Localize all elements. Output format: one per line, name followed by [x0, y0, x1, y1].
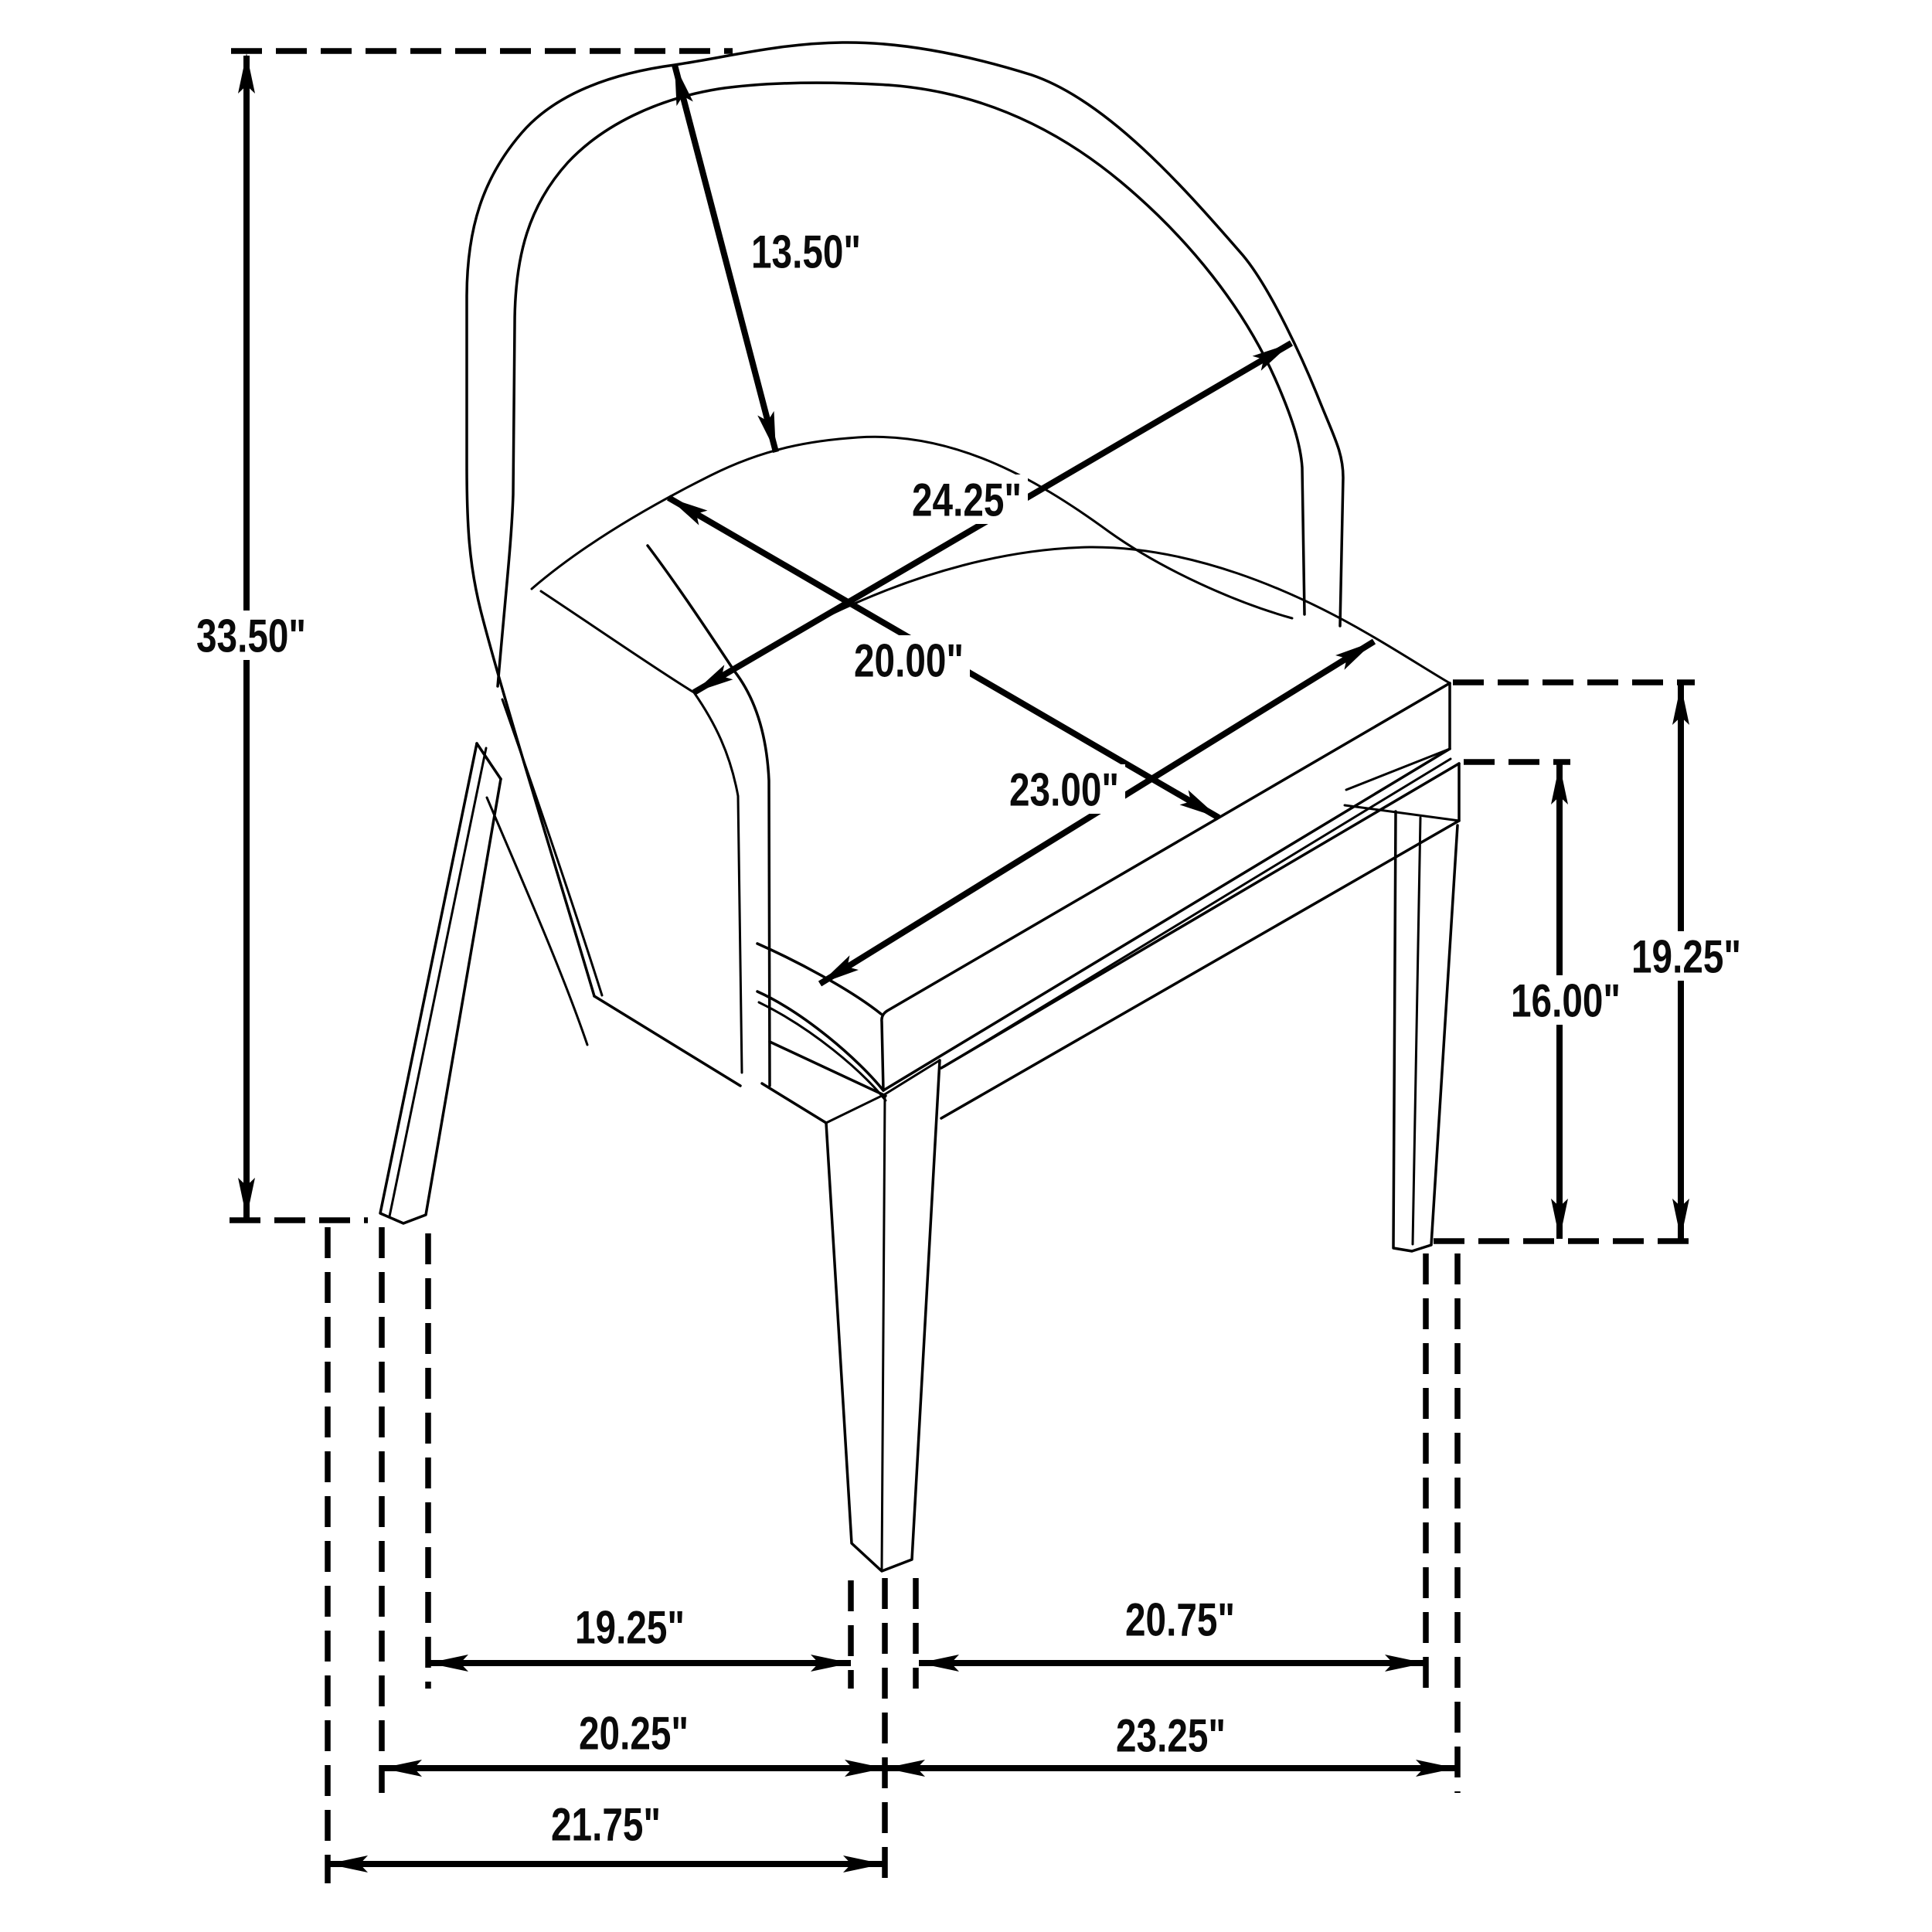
- svg-text:23.00": 23.00": [1009, 764, 1119, 816]
- svg-text:19.25": 19.25": [1631, 931, 1741, 983]
- svg-text:16.00": 16.00": [1511, 975, 1621, 1027]
- svg-text:20.25": 20.25": [579, 1708, 689, 1760]
- svg-text:33.50": 33.50": [196, 611, 306, 662]
- svg-text:20.75": 20.75": [1125, 1594, 1235, 1646]
- svg-text:21.75": 21.75": [551, 1799, 661, 1851]
- svg-text:23.25": 23.25": [1116, 1710, 1226, 1762]
- svg-text:20.00": 20.00": [854, 635, 964, 687]
- svg-text:13.50": 13.50": [751, 226, 861, 278]
- svg-text:19.25": 19.25": [575, 1602, 685, 1654]
- svg-text:24.25": 24.25": [912, 474, 1022, 526]
